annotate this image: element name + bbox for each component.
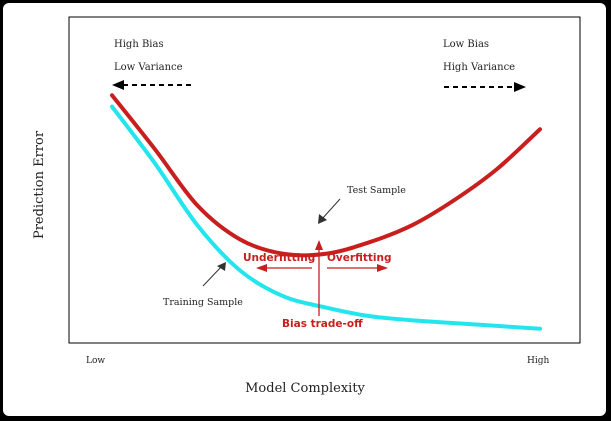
overfitting-label: Overfitting [327,252,391,264]
training-sample-curve [110,104,542,331]
underfitting-label: Underfitting [243,252,315,264]
underfitting-arrow [256,264,312,272]
low-bias-label: Low Bias [443,39,489,50]
test-sample-curve [110,93,542,258]
x-tick-low: Low [86,356,105,366]
bias-tradeoff-label: Bias trade-off [282,318,363,330]
test-sample-label: Test Sample [347,185,406,196]
x-tick-high: High [527,356,549,366]
right-dashed-arrow [444,82,526,92]
chart-frame [3,3,606,416]
high-bias-label: High Bias [114,39,164,50]
high-variance-label: High Variance [443,62,515,73]
training-sample-label: Training Sample [163,297,243,308]
y-axis-title: Prediction Error [32,130,47,239]
overfitting-arrow [327,264,388,272]
left-dashed-arrow [112,80,194,90]
bias-tradeoff-arrow [315,240,323,316]
x-axis-title: Model Complexity [245,381,365,396]
test-sample-pointer-arrow [318,198,341,224]
plot-area-border [68,16,581,344]
training-sample-pointer-arrow [202,262,226,287]
low-variance-label: Low Variance [114,62,183,73]
